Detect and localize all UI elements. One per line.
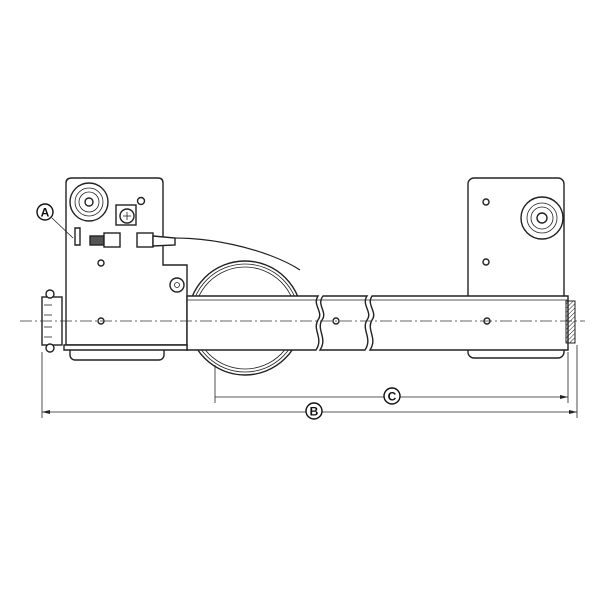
rail-bar (63, 295, 576, 351)
left-bracket (41, 177, 188, 361)
callout-b: B (305, 402, 323, 420)
right-roller (520, 196, 564, 240)
callout-c: C (383, 387, 401, 405)
callout-b-label: B (310, 405, 319, 419)
callout-c-label: C (388, 390, 397, 404)
left-roller (69, 182, 109, 222)
callout-a: A (36, 203, 74, 239)
callout-a-label: A (41, 206, 50, 220)
adjust-screw (74, 204, 176, 248)
